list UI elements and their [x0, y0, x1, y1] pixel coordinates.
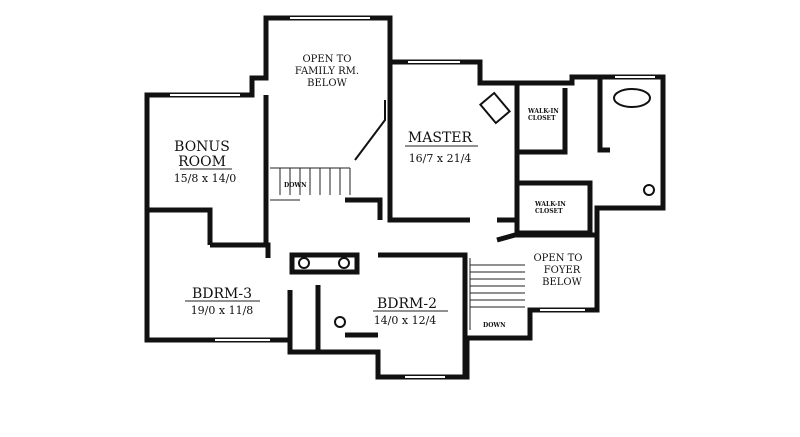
open-foyer-line3: BELOW: [542, 277, 582, 288]
interior-walls: [147, 62, 610, 377]
bdrm-2-label: BDRM-2: [377, 296, 437, 312]
bdrm-3-size: 19/0 x 11/8: [191, 304, 254, 317]
room-bdrm-2: BDRM-2 14/0 x 12/4: [373, 296, 448, 327]
bonus-room-size: 15/8 x 14/0: [174, 172, 237, 185]
room-bonus: BONUS ROOM 15/8 x 14/0: [174, 139, 237, 185]
closet-1-line1: WALK-IN: [527, 108, 559, 115]
open-to-family: OPEN TO FAMILY RM. BELOW: [295, 54, 359, 89]
open-family-line3: BELOW: [307, 78, 347, 89]
bonus-room-label-2: ROOM: [178, 154, 226, 170]
closet-1-line2: CLOSET: [528, 115, 556, 122]
bdrm-3-label: BDRM-3: [192, 286, 252, 302]
open-family-line1: OPEN TO: [302, 54, 351, 65]
bdrm-2-size: 14/0 x 12/4: [374, 314, 437, 327]
stairs-down-label-1: DOWN: [284, 182, 307, 189]
walk-in-closet-1: WALK-IN CLOSET: [527, 108, 559, 122]
bonus-room-label: BONUS: [174, 139, 230, 155]
stairs-down-label-2: DOWN: [483, 322, 506, 329]
master-size: 16/7 x 21/4: [409, 152, 472, 165]
walk-in-closet-2: WALK-IN CLOSET: [534, 201, 566, 215]
stairs: [270, 100, 525, 330]
closet-2-line2: CLOSET: [535, 208, 563, 215]
room-master: MASTER 16/7 x 21/4: [405, 130, 478, 165]
open-to-foyer: OPEN TO FOYER BELOW: [533, 253, 582, 288]
open-foyer-line2: FOYER: [544, 265, 581, 276]
exterior-walls: [144, 15, 666, 380]
open-foyer-line1: OPEN TO: [533, 253, 582, 264]
fixtures: [298, 88, 655, 328]
master-label: MASTER: [408, 130, 473, 146]
open-family-line2: FAMILY RM.: [295, 66, 359, 77]
closet-2-line1: WALK-IN: [534, 201, 566, 208]
room-bdrm-3: BDRM-3 19/0 x 11/8: [185, 286, 260, 317]
